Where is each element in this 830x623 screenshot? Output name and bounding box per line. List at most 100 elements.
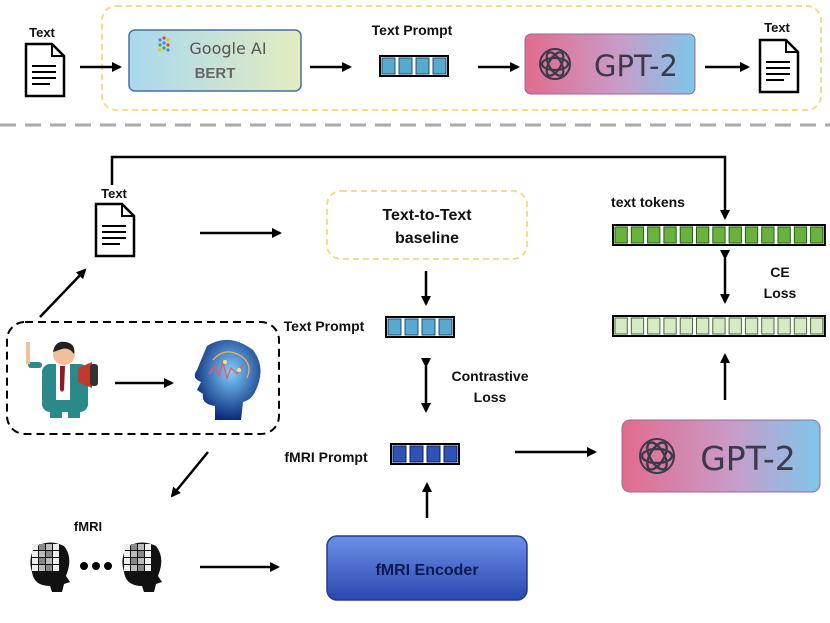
fmri-voxel xyxy=(138,551,144,557)
fmri-voxel xyxy=(53,558,59,564)
main-gpt2-label: GPT-2 xyxy=(700,439,796,478)
top-prompt-label: Text Prompt xyxy=(372,22,453,38)
fmri-voxel xyxy=(32,558,38,564)
text-tokens-label: text tokens xyxy=(611,194,685,210)
vector-cell xyxy=(744,226,759,244)
vector-cell xyxy=(438,318,453,336)
brain-scan-icon xyxy=(194,339,261,420)
vector-cell xyxy=(432,57,447,75)
fmri-head-icon xyxy=(122,542,162,592)
text-tokens-vector xyxy=(612,224,826,246)
text-to-text-baseline-box xyxy=(326,190,528,260)
baseline-line2: baseline xyxy=(395,230,459,247)
vector-cell xyxy=(712,317,726,335)
fmri-voxel xyxy=(131,565,137,571)
vector-cell xyxy=(793,226,808,244)
top-gpt2-label: GPT-2 xyxy=(594,49,678,83)
vector-cell xyxy=(679,317,694,335)
arrow-brain-to-fmri xyxy=(170,451,209,498)
vector-cell xyxy=(744,317,759,335)
fmri-voxel xyxy=(53,551,59,557)
fmri-voxel xyxy=(39,565,45,571)
vector-cell xyxy=(392,445,407,463)
document-icon xyxy=(24,42,66,98)
fmri-voxel xyxy=(32,551,38,557)
vector-cell xyxy=(398,57,413,75)
fmri-prompt-vector xyxy=(390,443,460,465)
fmri-voxel xyxy=(39,544,45,550)
document-icon xyxy=(94,202,136,258)
bert-brand: Google AI xyxy=(189,39,266,58)
openai-logo-icon xyxy=(539,48,571,80)
vector-border xyxy=(612,224,826,246)
predicted-tokens-vector xyxy=(612,315,826,337)
vector-cell xyxy=(614,226,628,244)
vector-cell xyxy=(712,226,726,244)
fmri-voxel xyxy=(124,558,130,564)
vector-border xyxy=(612,315,826,337)
vector-cell xyxy=(679,226,694,244)
fmri-voxel xyxy=(145,565,151,571)
vector-cell xyxy=(647,226,661,244)
bert-label: BERT xyxy=(195,65,236,82)
vector-cell xyxy=(777,226,791,244)
fmri-encoder-box xyxy=(326,535,528,601)
bert-box xyxy=(128,29,302,92)
top-pipeline-frame xyxy=(101,5,822,111)
fmri-voxel xyxy=(145,544,151,550)
ce-line1: CE xyxy=(770,264,789,280)
top-text-prompt-vector xyxy=(379,55,449,77)
baseline-line1: Text-to-Text xyxy=(382,207,472,224)
fmri-voxel xyxy=(124,544,130,550)
fmri-encoder-label: fMRI Encoder xyxy=(375,562,478,579)
top-gpt2-box xyxy=(524,33,696,95)
fmri-voxel xyxy=(138,558,144,564)
fmri-voxel xyxy=(46,551,52,557)
vector-cell xyxy=(728,226,742,244)
vector-cell xyxy=(381,57,396,75)
fmri-voxel xyxy=(46,565,52,571)
vector-border xyxy=(385,316,455,338)
vector-cell xyxy=(728,317,742,335)
vector-cell xyxy=(761,317,775,335)
vector-cell xyxy=(426,445,441,463)
arrow-text-to-tokens xyxy=(110,155,730,220)
document-icon xyxy=(758,38,800,94)
main-text-prompt-label: Text Prompt xyxy=(284,318,365,334)
ellipsis-dots xyxy=(80,562,112,570)
vector-cell xyxy=(663,317,677,335)
vector-cell xyxy=(647,317,661,335)
fmri-voxel xyxy=(124,565,130,571)
vector-cell xyxy=(761,226,775,244)
vector-cell xyxy=(810,317,824,335)
vector-cell xyxy=(696,317,710,335)
google-ai-dots-icon xyxy=(158,36,170,52)
vector-border xyxy=(379,55,449,77)
fmri-voxel xyxy=(46,544,52,550)
vector-cell xyxy=(793,317,808,335)
fmri-voxel xyxy=(124,551,130,557)
fmri-voxel xyxy=(145,551,151,557)
main-text-label: Text xyxy=(101,186,127,201)
vector-cell xyxy=(404,318,419,336)
stimulus-frame xyxy=(6,321,280,435)
vector-cell xyxy=(777,317,791,335)
fmri-voxel xyxy=(145,558,151,564)
fmri-voxel xyxy=(138,565,144,571)
fmri-voxel xyxy=(39,551,45,557)
fmri-label: fMRI xyxy=(74,519,102,534)
vector-cell xyxy=(630,317,645,335)
fmri-voxel xyxy=(53,544,59,550)
vector-cell xyxy=(443,445,458,463)
fmri-voxel xyxy=(53,565,59,571)
vector-cell xyxy=(421,318,436,336)
vector-cell xyxy=(663,226,677,244)
ce-line2: Loss xyxy=(764,285,797,301)
vector-cell xyxy=(614,317,628,335)
vector-cell xyxy=(696,226,710,244)
fmri-voxel xyxy=(46,558,52,564)
fmri-voxel xyxy=(131,558,137,564)
vector-cell xyxy=(387,318,402,336)
vector-cell xyxy=(415,57,430,75)
